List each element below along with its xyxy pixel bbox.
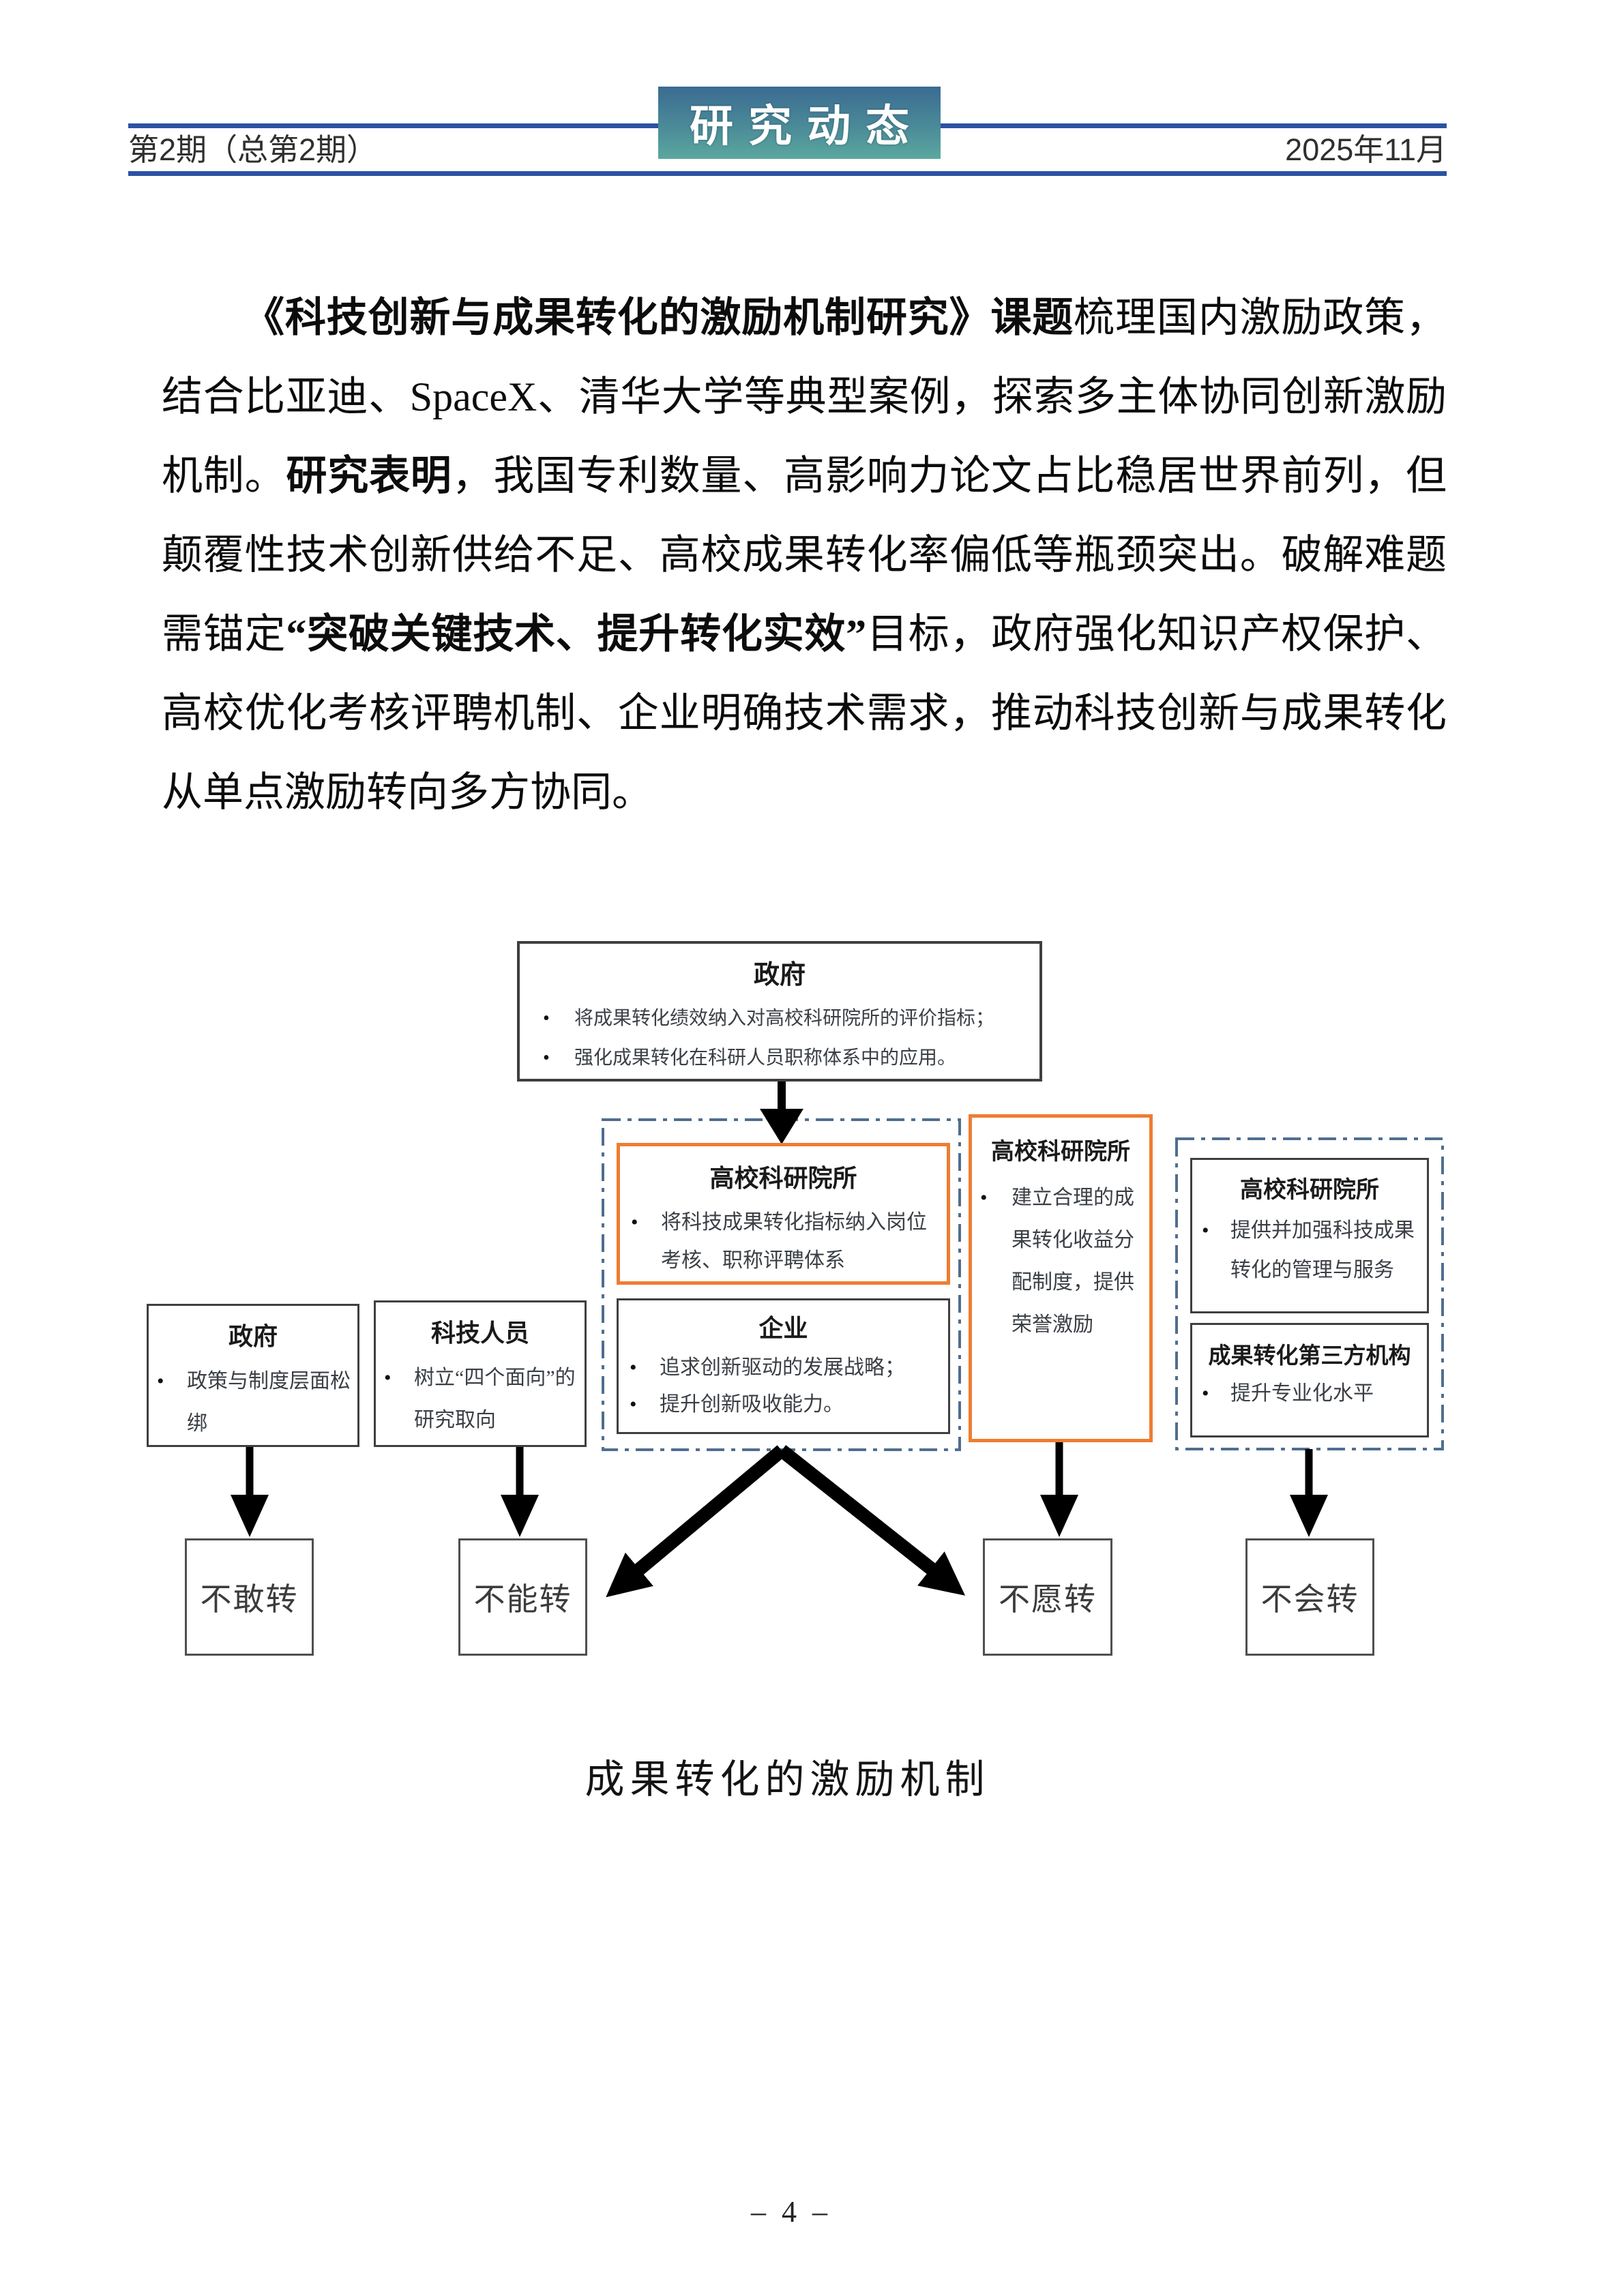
node-government-left: 政府 政策与制度层面松绑 — [147, 1304, 359, 1447]
bullet-item: 提升专业化水平 — [1192, 1375, 1427, 1412]
arrowhead — [231, 1495, 269, 1537]
node-bullets: 提升专业化水平 — [1192, 1375, 1427, 1412]
bullet-item: 提升创新吸收能力。 — [619, 1386, 948, 1423]
bullet-item: 将科技成果转化指标纳入岗位考核、职称评聘体系 — [620, 1204, 947, 1280]
node-title: 高校科研院所 — [1240, 1177, 1379, 1203]
node-bullets: 政策与制度层面松绑 — [149, 1360, 357, 1445]
node-title: 成果转化第三方机构 — [1208, 1343, 1411, 1368]
result-box-cannot: 不能转 — [458, 1538, 587, 1656]
result-box-dare-not: 不敢转 — [185, 1538, 314, 1656]
node-bullets: 树立“四个面向”的研究取向 — [376, 1357, 585, 1442]
diagram-connectors — [231, 1081, 1444, 1598]
paragraph-run-bold: “突破关键技术、提升转化实效” — [286, 612, 867, 657]
paragraph-run: ，我国专利数量、高影响力论文占比稳居世界前列，但颠覆性技术创新供给不足、高校成果… — [162, 453, 1447, 657]
node-researchers: 科技人员 树立“四个面向”的研究取向 — [374, 1300, 587, 1447]
node-university-service: 高校科研院所 提供并加强科技成果转化的管理与服务 — [1190, 1158, 1429, 1313]
result-box-unwilling: 不愿转 — [983, 1538, 1112, 1656]
bullet-item: 追求创新驱动的发展战略； — [619, 1350, 948, 1386]
arrowhead — [1040, 1495, 1078, 1537]
header-rule-bottom — [128, 171, 1447, 176]
diagram-caption: 成果转化的激励机制 — [585, 1757, 990, 1802]
bullet-item: 政策与制度层面松绑 — [149, 1360, 357, 1445]
node-bullets: 将科技成果转化指标纳入岗位考核、职称评聘体系 — [620, 1204, 947, 1280]
issue-number: 第2期（总第2期） — [128, 132, 378, 167]
masthead-title: 研究动态 — [690, 102, 924, 151]
node-title: 企业 — [758, 1314, 808, 1342]
arrowhead — [1290, 1495, 1328, 1537]
arrow-group-to-result3 — [777, 1445, 966, 1596]
issue-date: 2025年11月 — [1285, 132, 1447, 167]
node-third-party: 成果转化第三方机构 提升专业化水平 — [1190, 1323, 1429, 1437]
node-enterprise: 企业 追求创新驱动的发展战略； 提升创新吸收能力。 — [617, 1298, 950, 1434]
arrowhead — [501, 1495, 539, 1537]
node-title: 科技人员 — [430, 1319, 529, 1347]
page-number: – 4 – — [751, 2195, 831, 2228]
node-university-income: 高校科研院所 建立合理的成果转化收益分配制度，提供荣誉激励 — [969, 1114, 1153, 1442]
node-university-assessment: 高校科研院所 将科技成果转化指标纳入岗位考核、职称评聘体系 — [617, 1143, 950, 1285]
node-government-top: 政府 将成果转化绩效纳入对高校科研院所的评价指标； 强化成果转化在科研人员职称体… — [517, 941, 1042, 1082]
paragraph-run: 目标，政府强化知识产权保护、高校优化考核评聘机制、企业明确技术需求，推动科技创新… — [162, 612, 1447, 815]
article-paragraph: 《科技创新与成果转化的激励机制研究》课题梳理国内激励政策，结合比亚迪、Space… — [162, 278, 1447, 832]
paragraph-run: 梳理国内激励政策，结合比亚迪、SpaceX、清华大学等典型案例，探索多主体协同创… — [162, 295, 1447, 498]
masthead-badge: 研究动态 — [658, 87, 941, 159]
paragraph-run-bold: 研究表明 — [286, 453, 452, 498]
node-bullets: 追求创新驱动的发展战略； 提升创新吸收能力。 — [619, 1350, 948, 1423]
bullet-item: 强化成果转化在科研人员职称体系中的应用。 — [531, 1039, 1029, 1078]
arrowhead — [760, 1109, 803, 1144]
node-bullets: 提供并加强科技成果转化的管理与服务 — [1192, 1211, 1427, 1290]
result-box-unable: 不会转 — [1245, 1538, 1374, 1656]
node-title: 高校科研院所 — [991, 1139, 1130, 1165]
bullet-item: 树立“四个面向”的研究取向 — [376, 1357, 585, 1442]
node-title: 政府 — [228, 1322, 278, 1350]
paragraph-run-bold: 《科技创新与成果转化的激励机制研究》课题 — [243, 295, 1074, 340]
bullet-item: 将成果转化绩效纳入对高校科研院所的评价指标； — [531, 999, 1029, 1039]
node-bullets: 建立合理的成果转化收益分配制度，提供荣誉激励 — [972, 1177, 1149, 1346]
node-title: 高校科研院所 — [709, 1164, 857, 1192]
bullet-item: 提供并加强科技成果转化的管理与服务 — [1192, 1211, 1427, 1290]
bullet-item: 建立合理的成果转化收益分配制度，提供荣誉激励 — [972, 1177, 1149, 1346]
node-title: 政府 — [753, 961, 806, 989]
node-bullets: 将成果转化绩效纳入对高校科研院所的评价指标； 强化成果转化在科研人员职称体系中的… — [520, 999, 1039, 1078]
arrow-group-to-result2 — [606, 1445, 786, 1598]
